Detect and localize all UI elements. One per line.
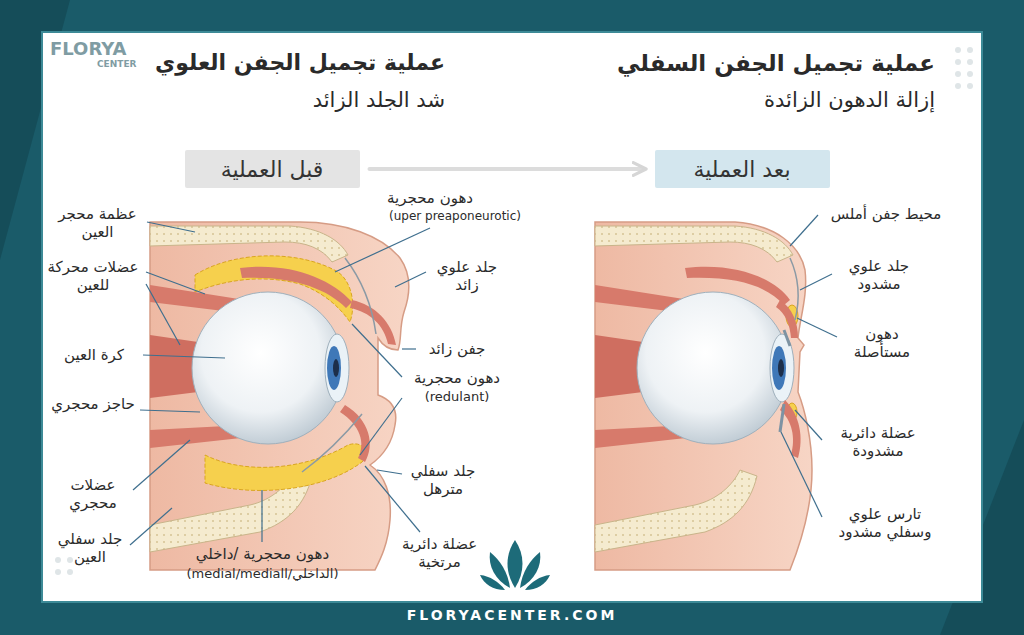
part-note: (redulant)	[404, 389, 510, 405]
eye-after	[595, 222, 812, 570]
leader-lines	[133, 440, 190, 490]
leader-lines	[140, 410, 200, 412]
part-label: دهون محجرية	[375, 189, 485, 207]
flow-arrow	[370, 167, 645, 171]
part-label: عضلات محركة للعين	[42, 258, 144, 294]
leader-lines	[395, 272, 426, 287]
corner-dots	[955, 83, 961, 89]
muscle	[350, 300, 396, 345]
part-label: دهون مستأصلة	[840, 325, 924, 361]
part-label: عظمة محجر العين	[50, 205, 145, 241]
corner-dots	[55, 47, 973, 575]
part-label: جلد علوي مشدود	[835, 257, 923, 293]
stage-box: بعد العملية	[655, 150, 830, 188]
skin	[150, 222, 409, 570]
leader-lines	[130, 215, 837, 545]
part-label: جلد سفلي مترهل	[404, 462, 482, 498]
tarsus	[784, 330, 790, 346]
subheading: إزالة الدهون الزائدة	[550, 88, 935, 113]
septum	[790, 258, 798, 320]
iris	[772, 346, 786, 390]
part-note: (medial/mediall/الداخلي)	[160, 566, 365, 582]
part-label: جلد سفلي العين	[52, 530, 128, 566]
leader-lines	[795, 410, 822, 440]
corner-dots	[967, 71, 973, 77]
corner-dots	[967, 83, 973, 89]
leader-lines	[335, 228, 430, 272]
stage-label: قبل العملية	[221, 157, 324, 182]
part-label: عضلة دائرية مرتخية	[392, 535, 487, 571]
leader-lines	[146, 284, 180, 345]
muscle	[595, 335, 643, 398]
stage-label: بعد العملية	[693, 157, 790, 182]
fat	[205, 444, 366, 491]
after-structures	[595, 226, 794, 552]
corner-dots	[967, 47, 973, 53]
logo-leaf	[508, 540, 523, 588]
septum	[345, 258, 376, 334]
leader-lines	[402, 348, 416, 349]
bone	[150, 226, 348, 262]
corner-dots	[55, 557, 61, 563]
leader-lines	[797, 318, 837, 337]
leader-lines	[377, 470, 402, 474]
tarsus	[780, 404, 784, 432]
part-label: دهون محجرية	[404, 369, 510, 387]
leader-lines	[790, 215, 818, 246]
leader-lines	[143, 355, 225, 358]
part-label: تارس علوي وسفلي مشدود	[826, 505, 944, 541]
leader-lines	[130, 508, 172, 545]
part-label: جفن زائد	[418, 340, 496, 358]
muscle	[150, 335, 198, 398]
part-label: حاجز محجري	[48, 395, 138, 413]
eyeball	[637, 292, 789, 444]
leader-lines	[800, 274, 832, 290]
muscle	[780, 400, 801, 458]
panel	[42, 32, 982, 602]
part-note: (uper preaponeurotic)	[375, 209, 535, 223]
iris	[327, 346, 341, 390]
bone	[595, 470, 757, 552]
part-label: محيط جفن أملس	[822, 205, 950, 223]
watermark: CENTER	[97, 59, 157, 70]
leader-lines	[360, 398, 402, 455]
heading: عملية تجميل الجفن العلوي	[100, 50, 445, 76]
logo-leaf	[525, 575, 550, 590]
leader-lines	[261, 490, 262, 542]
corner-dots	[967, 59, 973, 65]
part-label: جلد علوي زائد	[428, 258, 506, 294]
logo-leaf	[480, 575, 505, 590]
subheading: شد الجلد الزائد	[100, 88, 445, 113]
leader-lines	[352, 324, 402, 377]
heading: عملية تجميل الجفن السفلي	[550, 50, 935, 78]
pupil	[778, 359, 784, 377]
eye-before	[150, 222, 409, 570]
corner-dots	[55, 569, 61, 575]
leader-lines	[147, 222, 195, 232]
part-label: عضلة دائرية مشدودة	[826, 424, 930, 460]
leader-lines	[781, 432, 822, 517]
corner-dots	[955, 47, 961, 53]
footer-url: FLORYACENTER.COM	[312, 607, 712, 624]
eyeball	[192, 292, 344, 444]
part-label: دهون محجرية /داخلي	[165, 545, 360, 563]
stage-box: قبل العملية	[185, 150, 360, 188]
corner-dots	[67, 557, 73, 563]
septum	[302, 414, 362, 472]
skin	[595, 222, 812, 570]
part-label: عضلات محجري	[55, 476, 131, 512]
logo	[480, 540, 550, 590]
part-label: كرة العين	[48, 346, 140, 364]
cornea	[325, 334, 349, 402]
corner-dots	[955, 71, 961, 77]
pupil	[333, 359, 339, 377]
watermark: FLORYA	[50, 38, 145, 60]
corner-dots	[67, 569, 73, 575]
bone	[595, 226, 793, 262]
leader-lines	[146, 272, 205, 294]
corner-dots	[955, 59, 961, 65]
